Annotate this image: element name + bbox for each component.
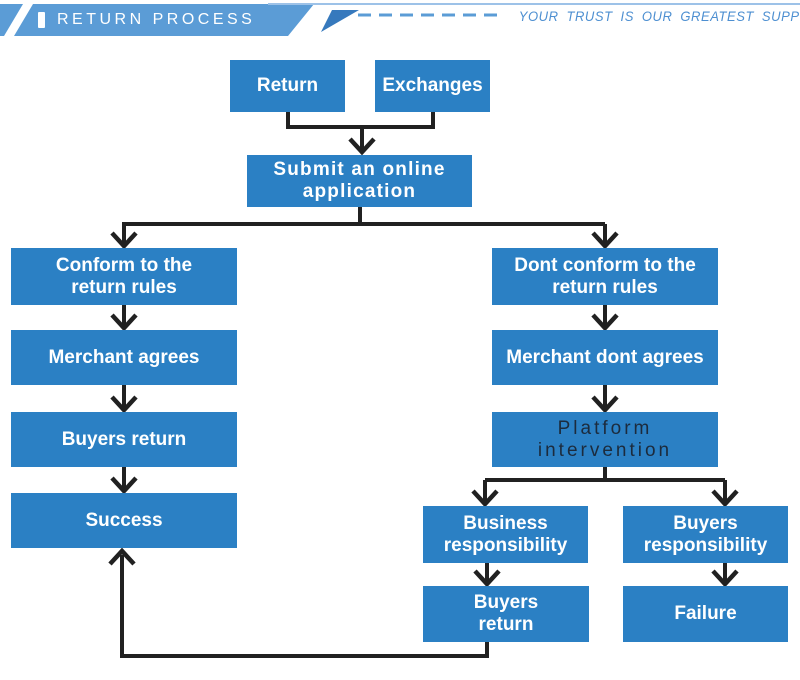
node-buyers-return-2: Buyers return <box>423 586 589 642</box>
banner-ribbon <box>0 4 314 36</box>
node-label: Merchant agrees <box>48 346 200 368</box>
node-failure: Failure <box>623 586 788 642</box>
node-label: Buyers responsibility <box>643 512 768 556</box>
node-merchant-dont-agrees: Merchant dont agrees <box>492 330 718 385</box>
node-buyers-responsibility: Buyers responsibility <box>623 506 788 563</box>
header-tagline: YOUR TRUST IS OUR GREATEST SUPPORT <box>518 8 800 24</box>
node-merchant-agrees: Merchant agrees <box>11 330 237 385</box>
node-label: Exchanges <box>382 75 483 96</box>
node-conform-rules: Conform to the return rules <box>11 248 237 305</box>
node-buyers-return: Buyers return <box>11 412 237 467</box>
node-label: Platform intervention <box>537 417 673 461</box>
title-bar-icon <box>38 12 45 28</box>
node-label: Dont conform to the return rules <box>514 254 696 298</box>
page-title: RETURN PROCESS <box>57 11 256 28</box>
node-label: Business responsibility <box>443 512 568 556</box>
header-decoration <box>0 3 800 36</box>
node-success: Success <box>11 493 237 548</box>
header-banner: RETURN PROCESS YOUR TRUST IS OUR GREATES… <box>0 0 800 46</box>
node-label: Submit an online application <box>273 159 446 202</box>
node-label: Buyers return <box>473 592 539 635</box>
node-label: Buyers return <box>61 428 187 450</box>
arrowheads <box>108 137 739 588</box>
node-business-responsibility: Business responsibility <box>423 506 588 563</box>
node-submit-application: Submit an online application <box>247 155 472 207</box>
node-platform-intervention: Platform intervention <box>492 412 718 467</box>
node-label: Success <box>85 509 163 531</box>
banner-slash-accent <box>4 4 33 36</box>
node-label: Merchant dont agrees <box>506 346 704 368</box>
node-exchanges: Exchanges <box>375 60 490 112</box>
node-label: Conform to the return rules <box>55 254 193 298</box>
node-label: Return <box>256 75 319 96</box>
node-dont-conform-rules: Dont conform to the return rules <box>492 248 718 305</box>
node-return: Return <box>230 60 345 112</box>
connector-lines <box>120 112 727 658</box>
banner-fold-icon <box>321 10 359 32</box>
node-label: Failure <box>674 603 737 624</box>
